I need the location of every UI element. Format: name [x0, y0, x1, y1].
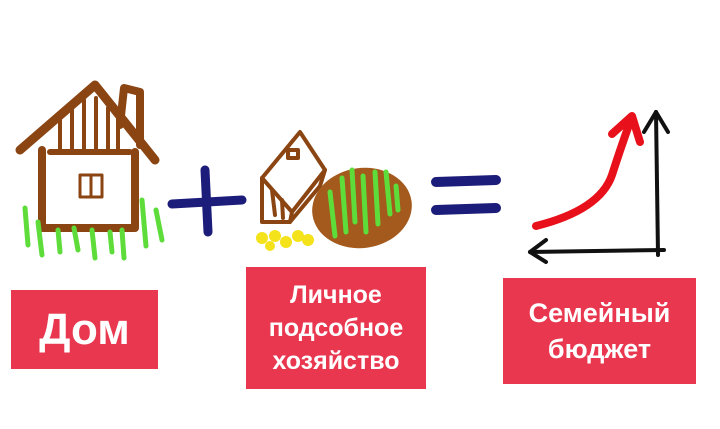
budget-label: Семейный бюджет: [503, 278, 696, 384]
budget-label-line2: бюджет: [547, 334, 652, 364]
farm-label-line2: подсобное: [268, 313, 404, 342]
farm-label-line3: хозяйство: [272, 346, 400, 375]
seeds-icon: [256, 230, 314, 251]
garden-bed-icon: [312, 167, 412, 249]
plus-icon: [167, 165, 247, 237]
farm-label-line1: Личное: [290, 280, 382, 309]
farm-shed-icon: [260, 130, 327, 224]
budget-label-line1: Семейный: [528, 298, 671, 328]
house-label-text: Дом: [39, 304, 130, 354]
house-label: Дом: [11, 290, 158, 369]
growth-chart-icon: [528, 110, 670, 264]
grass-icon: [22, 197, 165, 261]
house-icon: [15, 80, 160, 232]
farm-label: Личное подсобное хозяйство: [246, 267, 426, 389]
equals-icon: [431, 175, 501, 215]
